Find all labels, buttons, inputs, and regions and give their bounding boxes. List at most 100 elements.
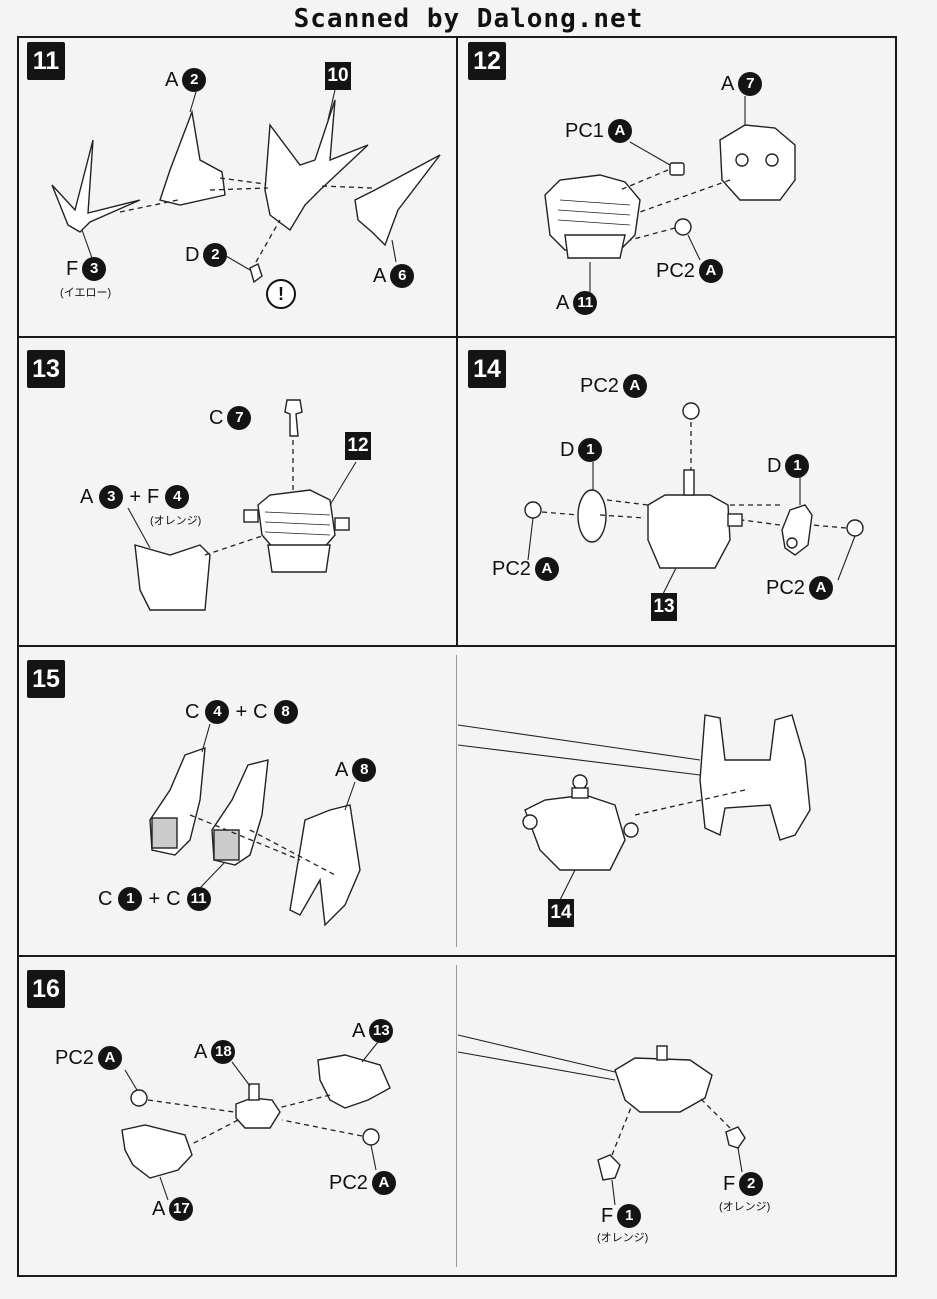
- part-number: 13: [369, 1019, 394, 1043]
- part-number: A: [698, 259, 723, 283]
- step-13-number: 13: [27, 350, 65, 388]
- part-letter: C: [253, 700, 268, 723]
- subassembly-12-tag: 12: [345, 432, 371, 460]
- plus-sign: +: [235, 700, 248, 723]
- part-letter: F: [723, 1172, 736, 1195]
- part-letter: A: [352, 1019, 366, 1042]
- subassembly-10-tag: 10: [325, 62, 351, 90]
- part-number: A: [808, 576, 833, 600]
- part-letter: A: [556, 291, 570, 314]
- step-11-number: 11: [27, 42, 65, 80]
- part-number: 17: [169, 1197, 194, 1221]
- part-number: 1: [617, 1204, 642, 1228]
- part-letter: A: [152, 1197, 166, 1220]
- color-note: (オレンジ): [150, 515, 202, 527]
- part-number: A: [622, 374, 647, 398]
- part-number: 3: [99, 485, 124, 509]
- part-number: A: [607, 119, 632, 143]
- part-letter: F: [601, 1204, 614, 1227]
- part-number: 1: [578, 438, 603, 462]
- part-letter: PC2: [580, 374, 619, 397]
- part-letter: PC2: [656, 259, 695, 282]
- part-letter: A: [335, 758, 349, 781]
- part-number: 2: [182, 68, 207, 92]
- step-12-number: 12: [468, 42, 506, 80]
- part-letter: A: [194, 1040, 208, 1063]
- column-divider-light: [456, 965, 457, 1267]
- part-number: A: [97, 1046, 122, 1070]
- part-number: 6: [390, 264, 415, 288]
- color-note: (イエロー): [60, 287, 112, 299]
- part-number: 11: [186, 887, 211, 911]
- step-15-number: 15: [27, 660, 65, 698]
- color-note: (オレンジ): [719, 1201, 771, 1213]
- plus-sign: +: [148, 887, 161, 910]
- part-number: 7: [227, 406, 252, 430]
- color-note: (オレンジ): [597, 1232, 649, 1244]
- part-letter: C: [98, 887, 113, 910]
- step-16-number: 16: [27, 970, 65, 1008]
- column-divider: [456, 36, 458, 646]
- part-number: A: [534, 557, 559, 581]
- part-letter: PC2: [329, 1171, 368, 1194]
- part-number: 4: [205, 700, 230, 724]
- part-letter: PC2: [492, 557, 531, 580]
- part-number: 1: [118, 887, 143, 911]
- part-letter: PC2: [766, 576, 805, 599]
- part-number: 11: [573, 291, 598, 315]
- caution-icon: !: [266, 279, 296, 309]
- part-letter: C: [209, 406, 224, 429]
- part-letter: C: [185, 700, 200, 723]
- column-divider-light: [456, 655, 457, 947]
- part-number: A: [371, 1171, 396, 1195]
- part-number: 4: [165, 485, 190, 509]
- part-number: 18: [211, 1040, 236, 1064]
- part-letter: D: [560, 438, 575, 461]
- part-letter: A: [165, 68, 179, 91]
- step-14-number: 14: [468, 350, 506, 388]
- scan-watermark: Scanned by Dalong.net: [293, 4, 644, 34]
- subassembly-14-tag: 14: [548, 899, 574, 927]
- part-letter: C: [166, 887, 181, 910]
- plus-sign: +: [129, 485, 142, 508]
- part-number: 7: [738, 72, 763, 96]
- row-divider: [17, 955, 897, 957]
- part-letter: F: [147, 485, 160, 508]
- part-letter: PC2: [55, 1046, 94, 1069]
- part-letter: D: [767, 454, 782, 477]
- subassembly-13-tag: 13: [651, 593, 677, 621]
- part-number: 2: [739, 1172, 764, 1196]
- part-letter: A: [721, 72, 735, 95]
- part-letter: A: [373, 264, 387, 287]
- part-number: 8: [352, 758, 377, 782]
- part-number: 2: [203, 243, 228, 267]
